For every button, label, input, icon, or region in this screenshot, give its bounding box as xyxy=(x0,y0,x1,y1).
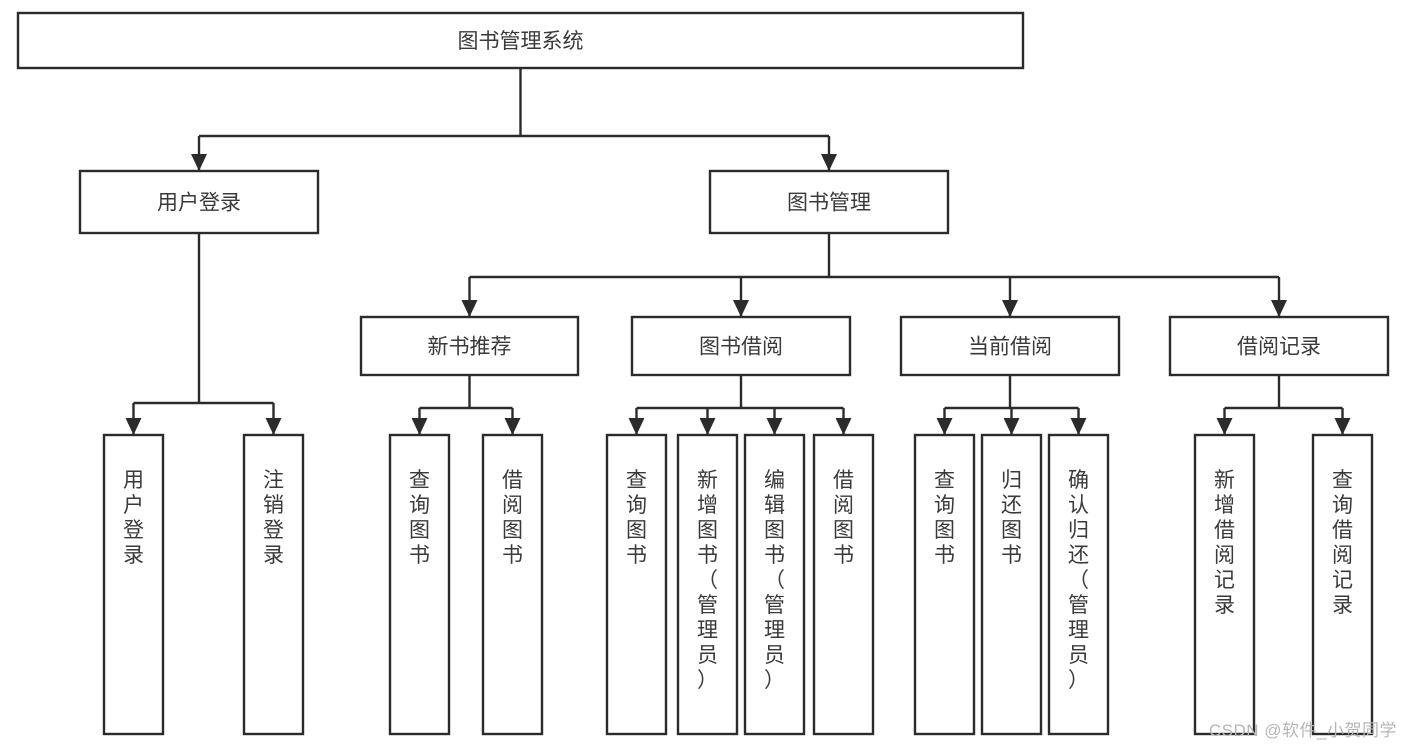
node-borrow-record-box[interactable] xyxy=(1168,315,1390,377)
node-leaf-query-book-cur[interactable]: 查询图书 xyxy=(913,433,976,736)
node-leaf-user-login-box[interactable] xyxy=(102,433,165,736)
node-borrow-record[interactable]: 借阅记录 xyxy=(1168,315,1390,377)
node-leaf-return-book-label: 归还图书 xyxy=(1001,469,1022,567)
node-leaf-confirm-return-box[interactable] xyxy=(1047,433,1110,736)
node-leaf-confirm-return-label: 确认归还（管理员） xyxy=(1068,469,1089,692)
arrow-head-icon xyxy=(835,418,852,435)
node-leaf-add-book-box[interactable] xyxy=(676,433,739,736)
node-leaf-query-book-rec-label: 查询图书 xyxy=(409,469,430,567)
arrow-head-icon xyxy=(125,418,142,435)
arrow-head-icon xyxy=(1003,418,1020,435)
node-leaf-return-book-box[interactable] xyxy=(980,433,1043,736)
node-leaf-borrow-book-rec-box[interactable] xyxy=(481,433,544,736)
node-leaf-query-record-box[interactable] xyxy=(1311,433,1374,736)
node-leaf-query-book-cur-box[interactable] xyxy=(913,433,976,736)
node-leaf-edit-book-label: 编辑图书（管理员） xyxy=(764,469,785,692)
arrow-head-icon xyxy=(628,418,645,435)
node-leaf-borrow-book-box[interactable] xyxy=(812,433,875,736)
node-leaf-add-book[interactable]: 新增图书（管理员） xyxy=(676,433,739,736)
node-leaf-return-book[interactable]: 归还图书 xyxy=(980,433,1043,736)
node-leaf-add-record[interactable]: 新增借阅记录 xyxy=(1193,433,1256,736)
node-root-box[interactable] xyxy=(16,11,1025,70)
arrow-head-icon xyxy=(1070,418,1087,435)
node-leaf-query-book-rec[interactable]: 查询图书 xyxy=(388,433,451,736)
arrow-head-icon xyxy=(699,418,716,435)
node-leaf-borrow-book-rec[interactable]: 借阅图书 xyxy=(481,433,544,736)
node-user-login[interactable]: 用户登录 xyxy=(78,169,320,235)
node-current-borrow[interactable]: 当前借阅 xyxy=(899,315,1121,377)
node-root[interactable]: 图书管理系统 xyxy=(16,11,1025,70)
node-leaf-query-book-borrow[interactable]: 查询图书 xyxy=(605,433,668,736)
node-leaf-query-book-rec-box[interactable] xyxy=(388,433,451,736)
node-leaf-add-record-label: 新增借阅记录 xyxy=(1214,469,1235,617)
node-leaf-borrow-book-label: 借阅图书 xyxy=(833,469,854,567)
node-leaf-user-logout-label: 注销登录 xyxy=(263,469,284,567)
node-leaf-query-record[interactable]: 查询借阅记录 xyxy=(1311,433,1374,736)
node-current-borrow-label: 当前借阅 xyxy=(968,336,1052,359)
node-leaf-borrow-book-rec-label: 借阅图书 xyxy=(502,469,523,567)
node-book-manage-box[interactable] xyxy=(708,169,950,235)
node-current-borrow-box[interactable] xyxy=(899,315,1121,377)
arrow-head-icon xyxy=(411,418,428,435)
arrow-head-icon xyxy=(504,418,521,435)
arrow-head-icon xyxy=(936,418,953,435)
arrow-head-icon xyxy=(766,418,783,435)
node-user-login-box[interactable] xyxy=(78,169,320,235)
arrow-head-icon xyxy=(461,300,478,317)
node-book-borrow-label: 图书借阅 xyxy=(699,336,783,359)
node-leaf-query-record-label: 查询借阅记录 xyxy=(1332,469,1353,617)
node-leaf-user-logout[interactable]: 注销登录 xyxy=(242,433,305,736)
arrow-head-icon xyxy=(1216,418,1233,435)
node-book-manage[interactable]: 图书管理 xyxy=(708,169,950,235)
node-new-book-recommend-label: 新书推荐 xyxy=(428,336,512,359)
node-book-borrow[interactable]: 图书借阅 xyxy=(630,315,852,377)
node-borrow-record-label: 借阅记录 xyxy=(1237,336,1321,359)
arrow-head-icon xyxy=(191,154,207,171)
node-leaf-edit-book-box[interactable] xyxy=(743,433,806,736)
arrow-head-icon xyxy=(265,418,282,435)
node-new-book-recommend[interactable]: 新书推荐 xyxy=(359,315,580,377)
node-leaf-edit-book[interactable]: 编辑图书（管理员） xyxy=(743,433,806,736)
node-leaf-user-login[interactable]: 用户登录 xyxy=(102,433,165,736)
arrow-head-icon xyxy=(733,300,749,317)
node-root-label: 图书管理系统 xyxy=(458,30,584,53)
node-new-book-recommend-box[interactable] xyxy=(359,315,580,377)
node-leaf-user-login-label: 用户登录 xyxy=(123,469,144,567)
arrow-head-icon xyxy=(1334,418,1351,435)
node-leaf-add-book-label: 新增图书（管理员） xyxy=(697,469,718,692)
arrow-head-icon xyxy=(821,154,837,171)
node-layer: 图书管理系统用户登录图书管理新书推荐图书借阅当前借阅借阅记录用户登录注销登录查询… xyxy=(16,11,1390,736)
arrow-head-icon xyxy=(1271,300,1287,317)
node-leaf-add-record-box[interactable] xyxy=(1193,433,1256,736)
node-user-login-label: 用户登录 xyxy=(157,192,241,215)
node-leaf-query-book-borrow-label: 查询图书 xyxy=(626,469,647,567)
node-leaf-confirm-return[interactable]: 确认归还（管理员） xyxy=(1047,433,1110,736)
node-book-manage-label: 图书管理 xyxy=(787,192,871,215)
node-book-borrow-box[interactable] xyxy=(630,315,852,377)
node-leaf-query-book-cur-label: 查询图书 xyxy=(934,469,955,567)
connector-layer xyxy=(125,68,1351,435)
node-leaf-user-logout-box[interactable] xyxy=(242,433,305,736)
node-leaf-query-book-borrow-box[interactable] xyxy=(605,433,668,736)
arrow-head-icon xyxy=(1002,300,1018,317)
node-leaf-borrow-book[interactable]: 借阅图书 xyxy=(812,433,875,736)
